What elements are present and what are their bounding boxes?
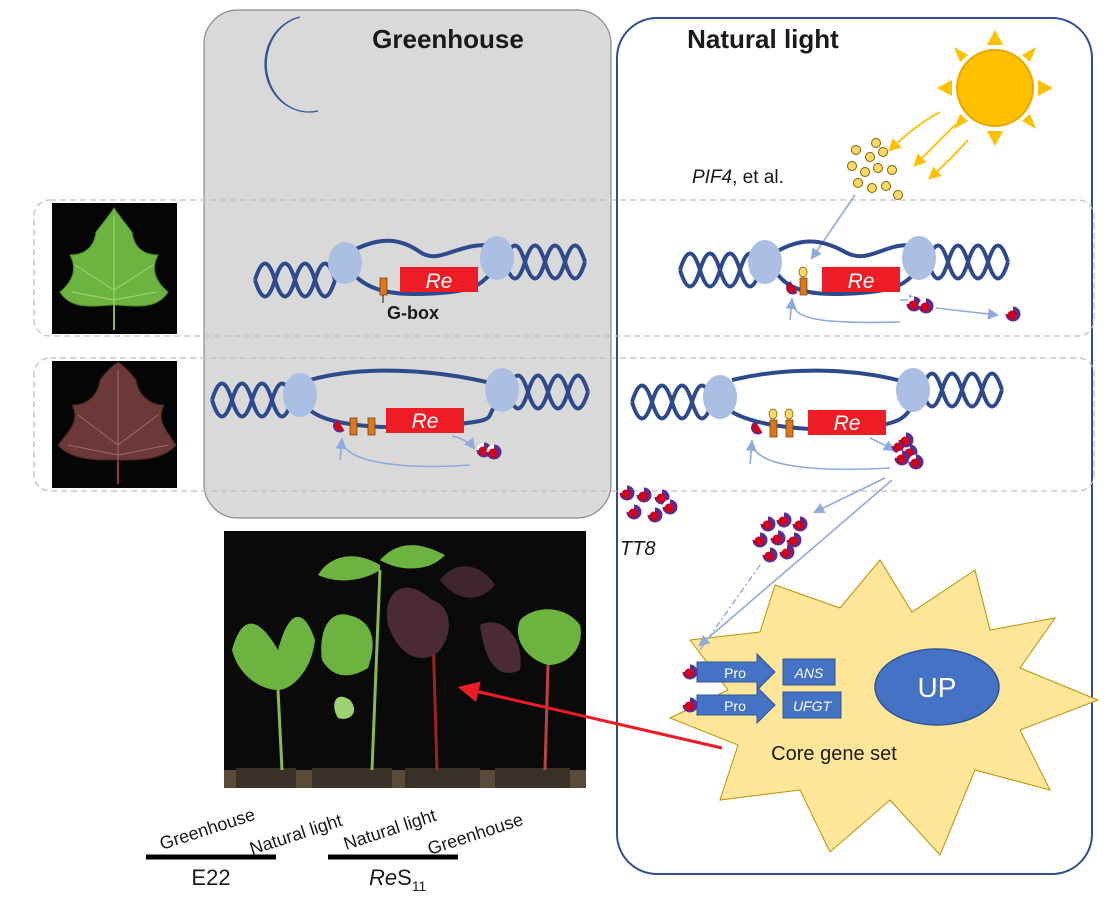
ans-label: ANS bbox=[794, 665, 824, 681]
light-rays bbox=[888, 111, 969, 180]
photo-label-greenhouse-1: Greenhouse bbox=[157, 804, 257, 854]
e22-label: E22 bbox=[191, 865, 230, 890]
row-frame-top bbox=[33, 199, 1095, 337]
arrow-to-core bbox=[698, 479, 893, 647]
re-label-gb: Re bbox=[412, 410, 439, 433]
sun-icon bbox=[937, 30, 1053, 146]
pif4-label: PIF4, et al. bbox=[692, 167, 784, 188]
ufgt-label: UFGT bbox=[793, 698, 833, 714]
arrow-dashed-to-core bbox=[699, 564, 761, 651]
photo-label-natural-2: Natural light bbox=[341, 805, 439, 854]
pro-label-ans: Pro bbox=[724, 665, 746, 681]
greenhouse-title: Greenhouse bbox=[372, 24, 524, 54]
natural-light-panel bbox=[616, 17, 1093, 875]
core-gene-set-label: Core gene set bbox=[771, 743, 897, 765]
promoter-row-ans bbox=[682, 652, 836, 692]
up-ellipse bbox=[874, 648, 1000, 726]
pif4-arrow bbox=[810, 194, 856, 260]
photo-label-natural-1: Natural light bbox=[247, 810, 345, 859]
photo-label-greenhouse-2: Greenhouse bbox=[425, 809, 525, 859]
row-frame-bottom bbox=[33, 357, 1095, 492]
re-label-nt: Re bbox=[848, 270, 875, 293]
moon-icon bbox=[264, 16, 319, 113]
dna-natural-bottom bbox=[630, 368, 1004, 471]
tt8-label: TT8 bbox=[620, 538, 656, 560]
arrow-to-cluster bbox=[812, 477, 886, 514]
re-label-gt: Re bbox=[426, 270, 453, 293]
up-label: UP bbox=[918, 672, 957, 703]
promoter-row-ufgt bbox=[682, 685, 842, 725]
res11-label: ReS11 bbox=[369, 865, 427, 894]
red-leaf-photo bbox=[52, 361, 177, 488]
pro-label-ufgt: Pro bbox=[724, 698, 746, 714]
dna-greenhouse-top bbox=[253, 236, 587, 299]
tt8-cluster bbox=[619, 485, 678, 523]
green-leaf-photo bbox=[52, 203, 177, 334]
plant-photo bbox=[224, 531, 586, 788]
natural-light-title: Natural light bbox=[687, 24, 839, 54]
re-label-nb: Re bbox=[834, 412, 861, 435]
gbox-label: G-box bbox=[387, 303, 439, 323]
red-arrow bbox=[457, 681, 723, 750]
dna-greenhouse-bottom bbox=[210, 368, 590, 468]
dna-natural-top bbox=[678, 236, 1021, 324]
pif4-cluster bbox=[847, 138, 903, 200]
pigment-cluster-mid bbox=[752, 512, 808, 563]
